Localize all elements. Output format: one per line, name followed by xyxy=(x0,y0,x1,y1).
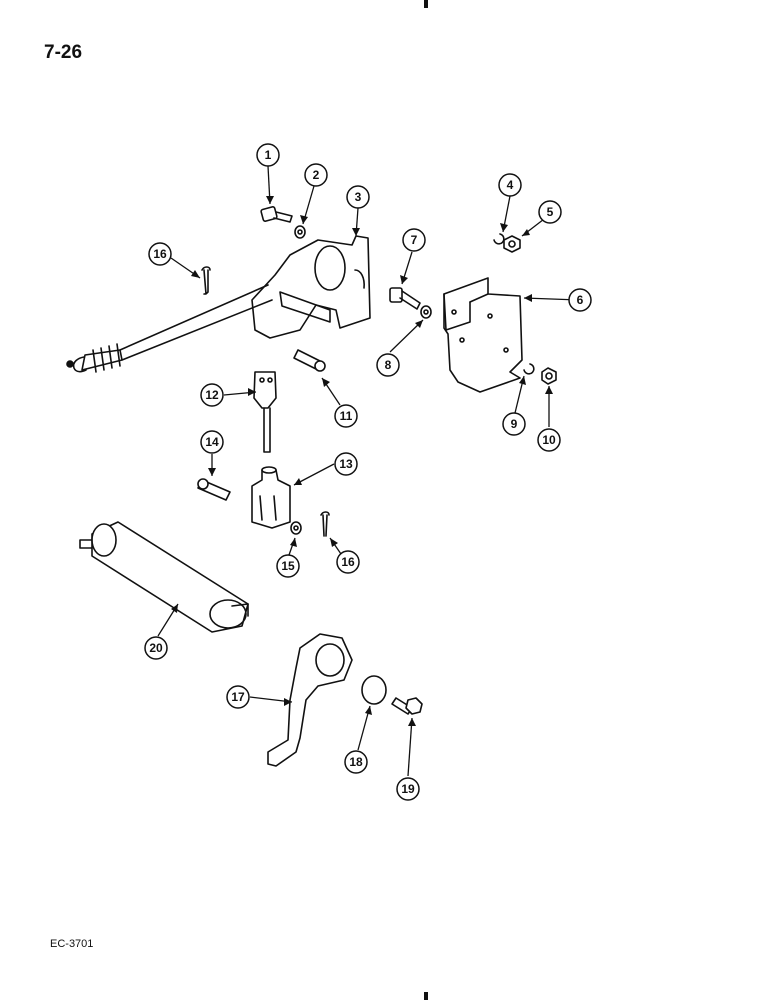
part-15-washer xyxy=(290,521,302,535)
callout-label-4: 4 xyxy=(507,178,514,192)
leader-arrowheads xyxy=(171,196,553,726)
callout-3 xyxy=(346,185,370,209)
top-registration-mark xyxy=(424,0,428,8)
part-14-pin xyxy=(197,478,231,501)
part-9-lockwasher xyxy=(523,363,535,375)
callout-20 xyxy=(144,636,168,660)
callout-label-1: 1 xyxy=(265,148,272,162)
callout-16-upper xyxy=(148,242,172,266)
callout-label-3: 3 xyxy=(355,190,362,204)
callout-label-15: 15 xyxy=(281,559,295,573)
callout-14 xyxy=(200,430,224,454)
callout-label-16-lower: 16 xyxy=(341,555,355,569)
callout-7 xyxy=(402,228,426,252)
callout-label-16-upper: 16 xyxy=(153,247,167,261)
part-1-bolt xyxy=(260,206,293,223)
document-code: EC-3701 xyxy=(50,938,94,950)
part-4-lockwasher xyxy=(493,233,505,245)
part-6-bracket xyxy=(443,277,523,393)
bottom-registration-mark xyxy=(424,992,428,1000)
part-2-washer xyxy=(294,225,306,239)
part-18-washer xyxy=(361,675,387,705)
part-8-washer xyxy=(420,305,432,319)
callout-13 xyxy=(334,452,358,476)
callout-label-10: 10 xyxy=(542,433,556,447)
callout-19 xyxy=(396,777,420,801)
part-5-nut xyxy=(503,235,521,253)
part-16-cotter-pin-upper xyxy=(201,266,211,295)
callout-6 xyxy=(568,288,592,312)
part-7-bolt xyxy=(389,287,421,310)
callout-label-5: 5 xyxy=(547,205,554,219)
part-12-clevis-rod xyxy=(253,371,277,453)
callout-9 xyxy=(502,412,526,436)
callout-18 xyxy=(344,750,368,774)
callout-label-14: 14 xyxy=(205,435,219,449)
callout-5 xyxy=(538,200,562,224)
callout-16-lower xyxy=(336,550,360,574)
callout-label-20: 20 xyxy=(149,641,163,655)
part-20-cross-shaft xyxy=(79,521,249,633)
callout-12 xyxy=(200,383,224,407)
part-3-hand-lever xyxy=(66,235,371,373)
callout-4 xyxy=(498,173,522,197)
part-16-cotter-pin-lower xyxy=(320,511,330,537)
part-17-lever-arm xyxy=(267,633,353,767)
callout-11 xyxy=(334,404,358,428)
callout-label-18: 18 xyxy=(349,755,363,769)
callout-label-19: 19 xyxy=(401,782,415,796)
callout-label-11: 11 xyxy=(340,409,353,423)
callout-10 xyxy=(537,428,561,452)
callout-label-6: 6 xyxy=(577,293,584,307)
page-number: 7-26 xyxy=(44,42,83,63)
callout-8 xyxy=(376,353,400,377)
callout-label-2: 2 xyxy=(313,168,320,182)
part-13-clevis xyxy=(251,466,291,529)
callout-label-13: 13 xyxy=(339,457,353,471)
callout-label-12: 12 xyxy=(205,388,219,402)
part-11-pin xyxy=(293,349,326,372)
part-19-bolt xyxy=(391,697,423,715)
callout-2 xyxy=(304,163,328,187)
callout-1 xyxy=(256,143,280,167)
callout-17 xyxy=(226,685,250,709)
callout-15 xyxy=(276,554,300,578)
callout-label-8: 8 xyxy=(385,358,392,372)
callout-label-7: 7 xyxy=(411,233,418,247)
part-10-nut xyxy=(541,367,557,385)
callout-label-9: 9 xyxy=(511,417,518,431)
callout-label-17: 17 xyxy=(231,690,245,704)
